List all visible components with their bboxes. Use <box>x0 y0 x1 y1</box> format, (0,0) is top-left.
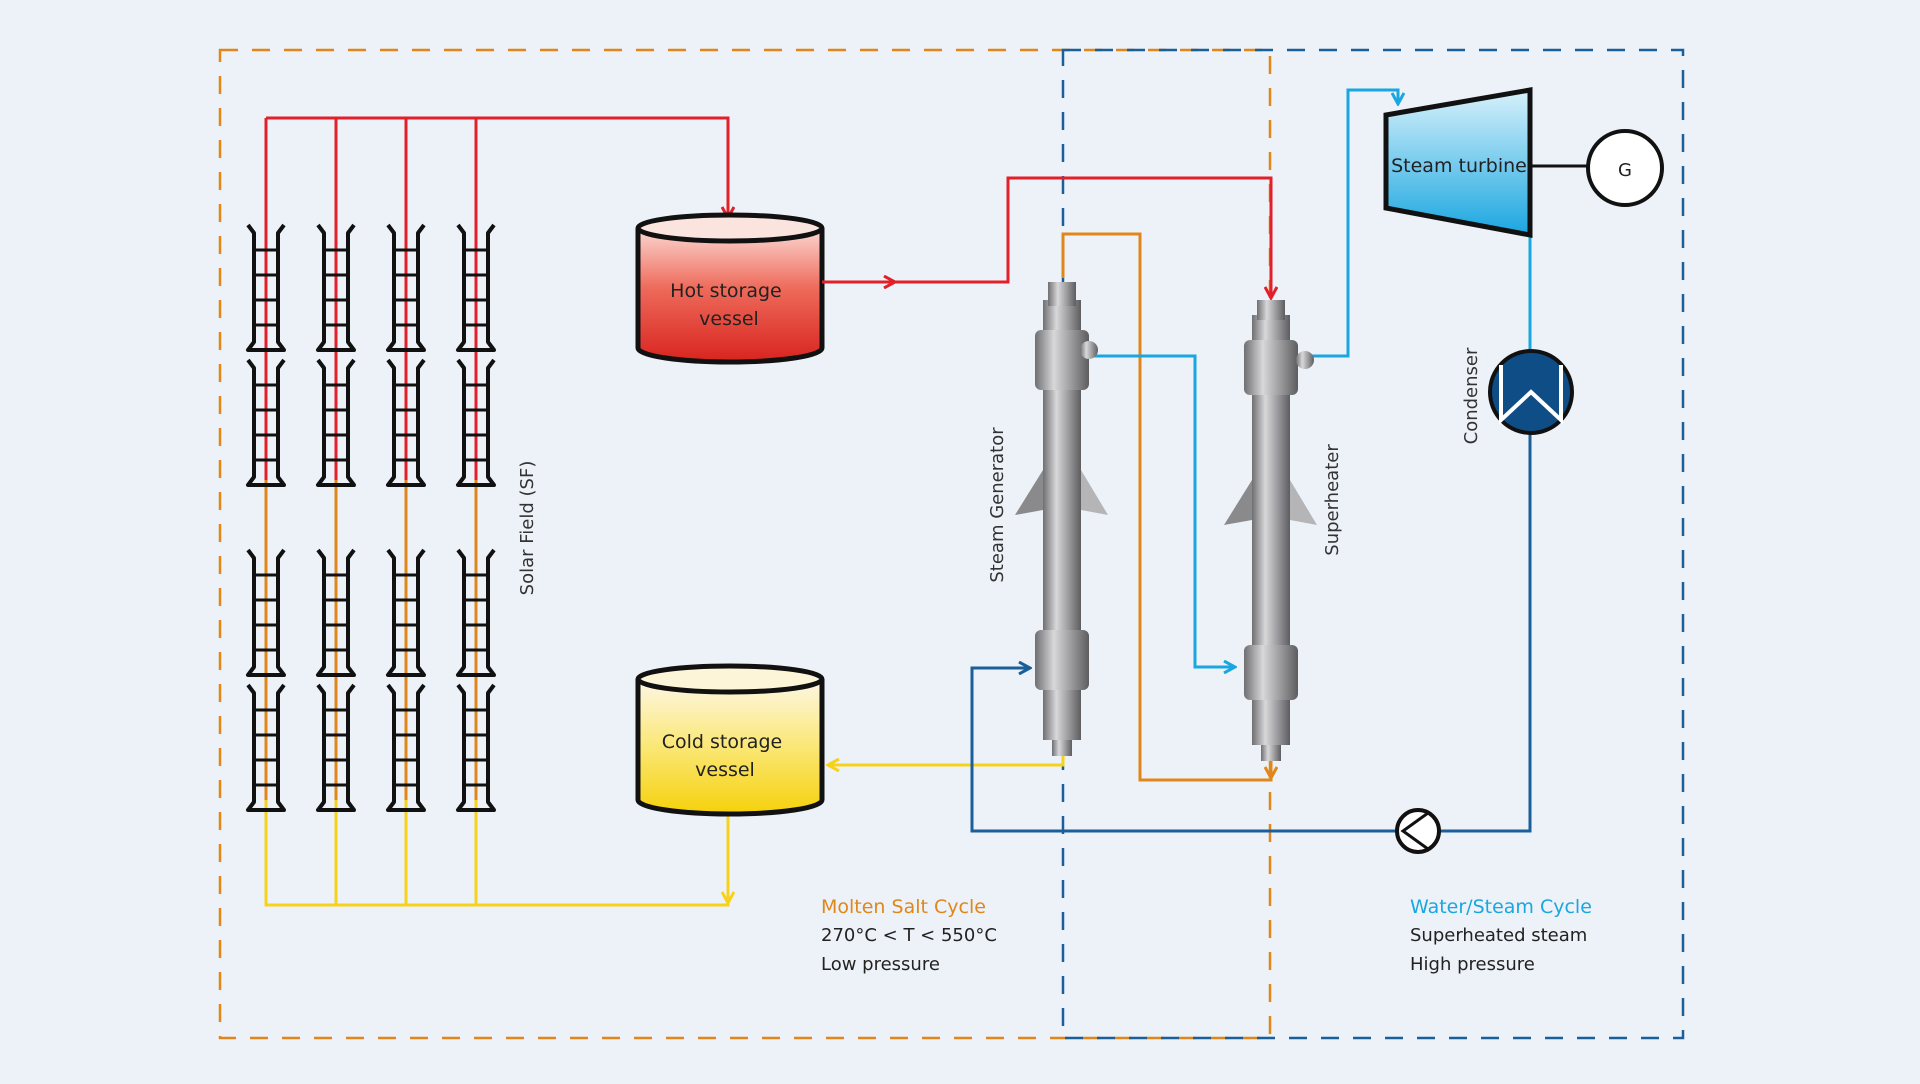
hot-storage-label: Hot storage vessel <box>670 280 788 330</box>
solar-field: Solar Field (SF) <box>246 223 538 812</box>
water-steam-legend-line1: Superheated steam <box>1410 925 1587 946</box>
molten-salt-legend-line1: 270°C < T < 550°C <box>821 925 997 946</box>
cold-salt-line <box>828 740 1065 765</box>
condenser-label: Condenser <box>1461 347 1482 444</box>
molten-salt-legend-title: Molten Salt Cycle <box>821 896 986 918</box>
superheater-label: Superheater <box>1322 444 1343 556</box>
solar-field-piping <box>264 116 728 907</box>
condenser-coil-icon <box>1499 365 1563 425</box>
water-steam-boundary <box>1061 48 1685 1040</box>
cold-storage-vessel: Cold storage vessel <box>635 663 825 817</box>
steam-turbine: Steam turbine <box>1383 87 1533 239</box>
solar-field-label: Solar Field (SF) <box>517 461 538 596</box>
generator-label: G <box>1618 160 1632 181</box>
water-steam-legend: Water/Steam Cycle Superheated steam High… <box>1410 896 1592 975</box>
water-steam-legend-title: Water/Steam Cycle <box>1410 896 1592 918</box>
condenser-to-pump-line <box>1440 432 1532 833</box>
hot-salt-line-2 <box>895 176 1271 298</box>
steam-turbine-label: Steam turbine <box>1391 155 1527 177</box>
generator: G <box>1586 129 1664 207</box>
superheater-to-turbine-line <box>1310 88 1398 358</box>
molten-salt-legend-line2: Low pressure <box>821 954 940 975</box>
collector-pipes <box>264 230 478 800</box>
steam-gen-to-superheater-line <box>1090 354 1235 667</box>
condenser: Condenser <box>1461 347 1574 444</box>
steam-generator: Steam Generator <box>987 282 1108 756</box>
cold-storage-label: Cold storage vessel <box>662 731 789 781</box>
collector-modules <box>246 223 496 812</box>
water-steam-legend-line2: High pressure <box>1410 954 1535 975</box>
superheater: Superheater <box>1224 300 1343 761</box>
hot-storage-vessel: Hot storage vessel <box>635 212 825 365</box>
molten-salt-legend: Molten Salt Cycle 270°C < T < 550°C Low … <box>821 896 997 975</box>
pump-icon <box>1395 808 1441 854</box>
molten-salt-boundary <box>218 48 1272 1040</box>
pump-to-steam-gen-line <box>970 668 1397 833</box>
steam-generator-label: Steam Generator <box>987 427 1008 583</box>
